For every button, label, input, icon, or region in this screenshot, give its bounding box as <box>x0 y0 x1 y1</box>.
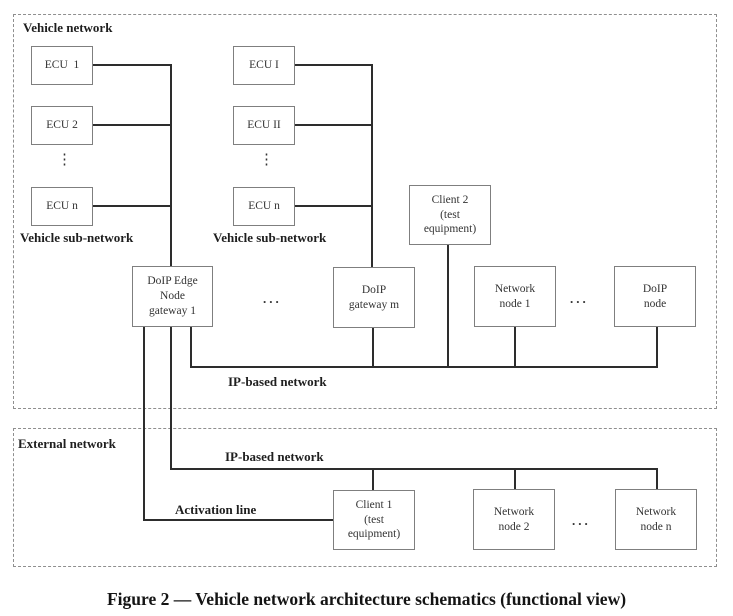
network-node1-box: Network node 1 <box>474 266 556 327</box>
client2-box: Client 2 (test equipment) <box>409 185 491 245</box>
network-node-n-drop-line <box>656 469 658 490</box>
connector-ecu2-to-bus <box>92 124 172 126</box>
connector-ecun-mid-to-bus <box>294 205 373 207</box>
external-ip-bus-label: IP-based network <box>225 449 324 464</box>
mid-subnet-ellipsis: ⋮ <box>259 152 274 168</box>
connector-ecu1-to-bus <box>92 64 172 66</box>
activation-line <box>143 519 335 521</box>
ecu-1-box: ECU 1 <box>31 46 93 85</box>
external-ip-bus-line <box>170 468 658 470</box>
network-node1-drop-line <box>514 327 516 368</box>
client1-box: Client 1 (test equipment) <box>333 490 415 550</box>
activation-riser-line <box>143 326 145 521</box>
left-subnet-bus-line <box>170 64 172 268</box>
vehicle-ip-bus-line <box>190 366 658 368</box>
client1-drop-line <box>372 469 374 491</box>
doip-gateway-m-box: DoIP gateway m <box>333 267 415 328</box>
vehicle-ip-riser-line <box>190 326 192 368</box>
connector-ecuII-to-bus <box>294 124 373 126</box>
connector-ecuI-to-bus <box>294 64 373 66</box>
ecu-I-box: ECU I <box>233 46 295 85</box>
external-ip-riser-line <box>170 326 172 470</box>
left-subnet-ellipsis: ⋮ <box>57 152 72 168</box>
doip-node-box: DoIP node <box>614 266 696 327</box>
doip-edge-node-gateway1-box: DoIP Edge Node gateway 1 <box>132 266 213 327</box>
vehicle-network-title: Vehicle network <box>23 20 113 35</box>
mid-subnet-bus-line <box>371 64 373 269</box>
vehicle-ip-bus-label: IP-based network <box>228 374 327 389</box>
network-node-n-box: Network node n <box>615 489 697 550</box>
ecu-2-box: ECU 2 <box>31 106 93 145</box>
doip-gateway-m-drop-line <box>372 327 374 368</box>
network-node2-box: Network node 2 <box>473 489 555 550</box>
ecu-II-box: ECU II <box>233 106 295 145</box>
activation-line-label: Activation line <box>175 502 257 517</box>
left-subnet-label: Vehicle sub-network <box>20 230 134 245</box>
network-node2-drop-line <box>514 469 516 490</box>
external-row-ellipsis: ... <box>572 513 591 528</box>
ecu-n-box: ECU n <box>31 187 93 226</box>
mid-subnet-label: Vehicle sub-network <box>213 230 327 245</box>
doip-node-drop-line <box>656 327 658 368</box>
client2-drop-line <box>447 243 449 368</box>
ecu-n-mid-box: ECU n <box>233 187 295 226</box>
node-row-ellipsis: ... <box>570 291 589 306</box>
external-network-title: External network <box>18 436 116 451</box>
connector-ecun-to-bus <box>92 205 172 207</box>
vehicle-network-boundary <box>13 14 717 409</box>
figure-caption: Figure 2 — Vehicle network architecture … <box>106 589 627 609</box>
gateway-row-ellipsis: ... <box>263 291 282 306</box>
external-network-boundary <box>13 428 717 567</box>
